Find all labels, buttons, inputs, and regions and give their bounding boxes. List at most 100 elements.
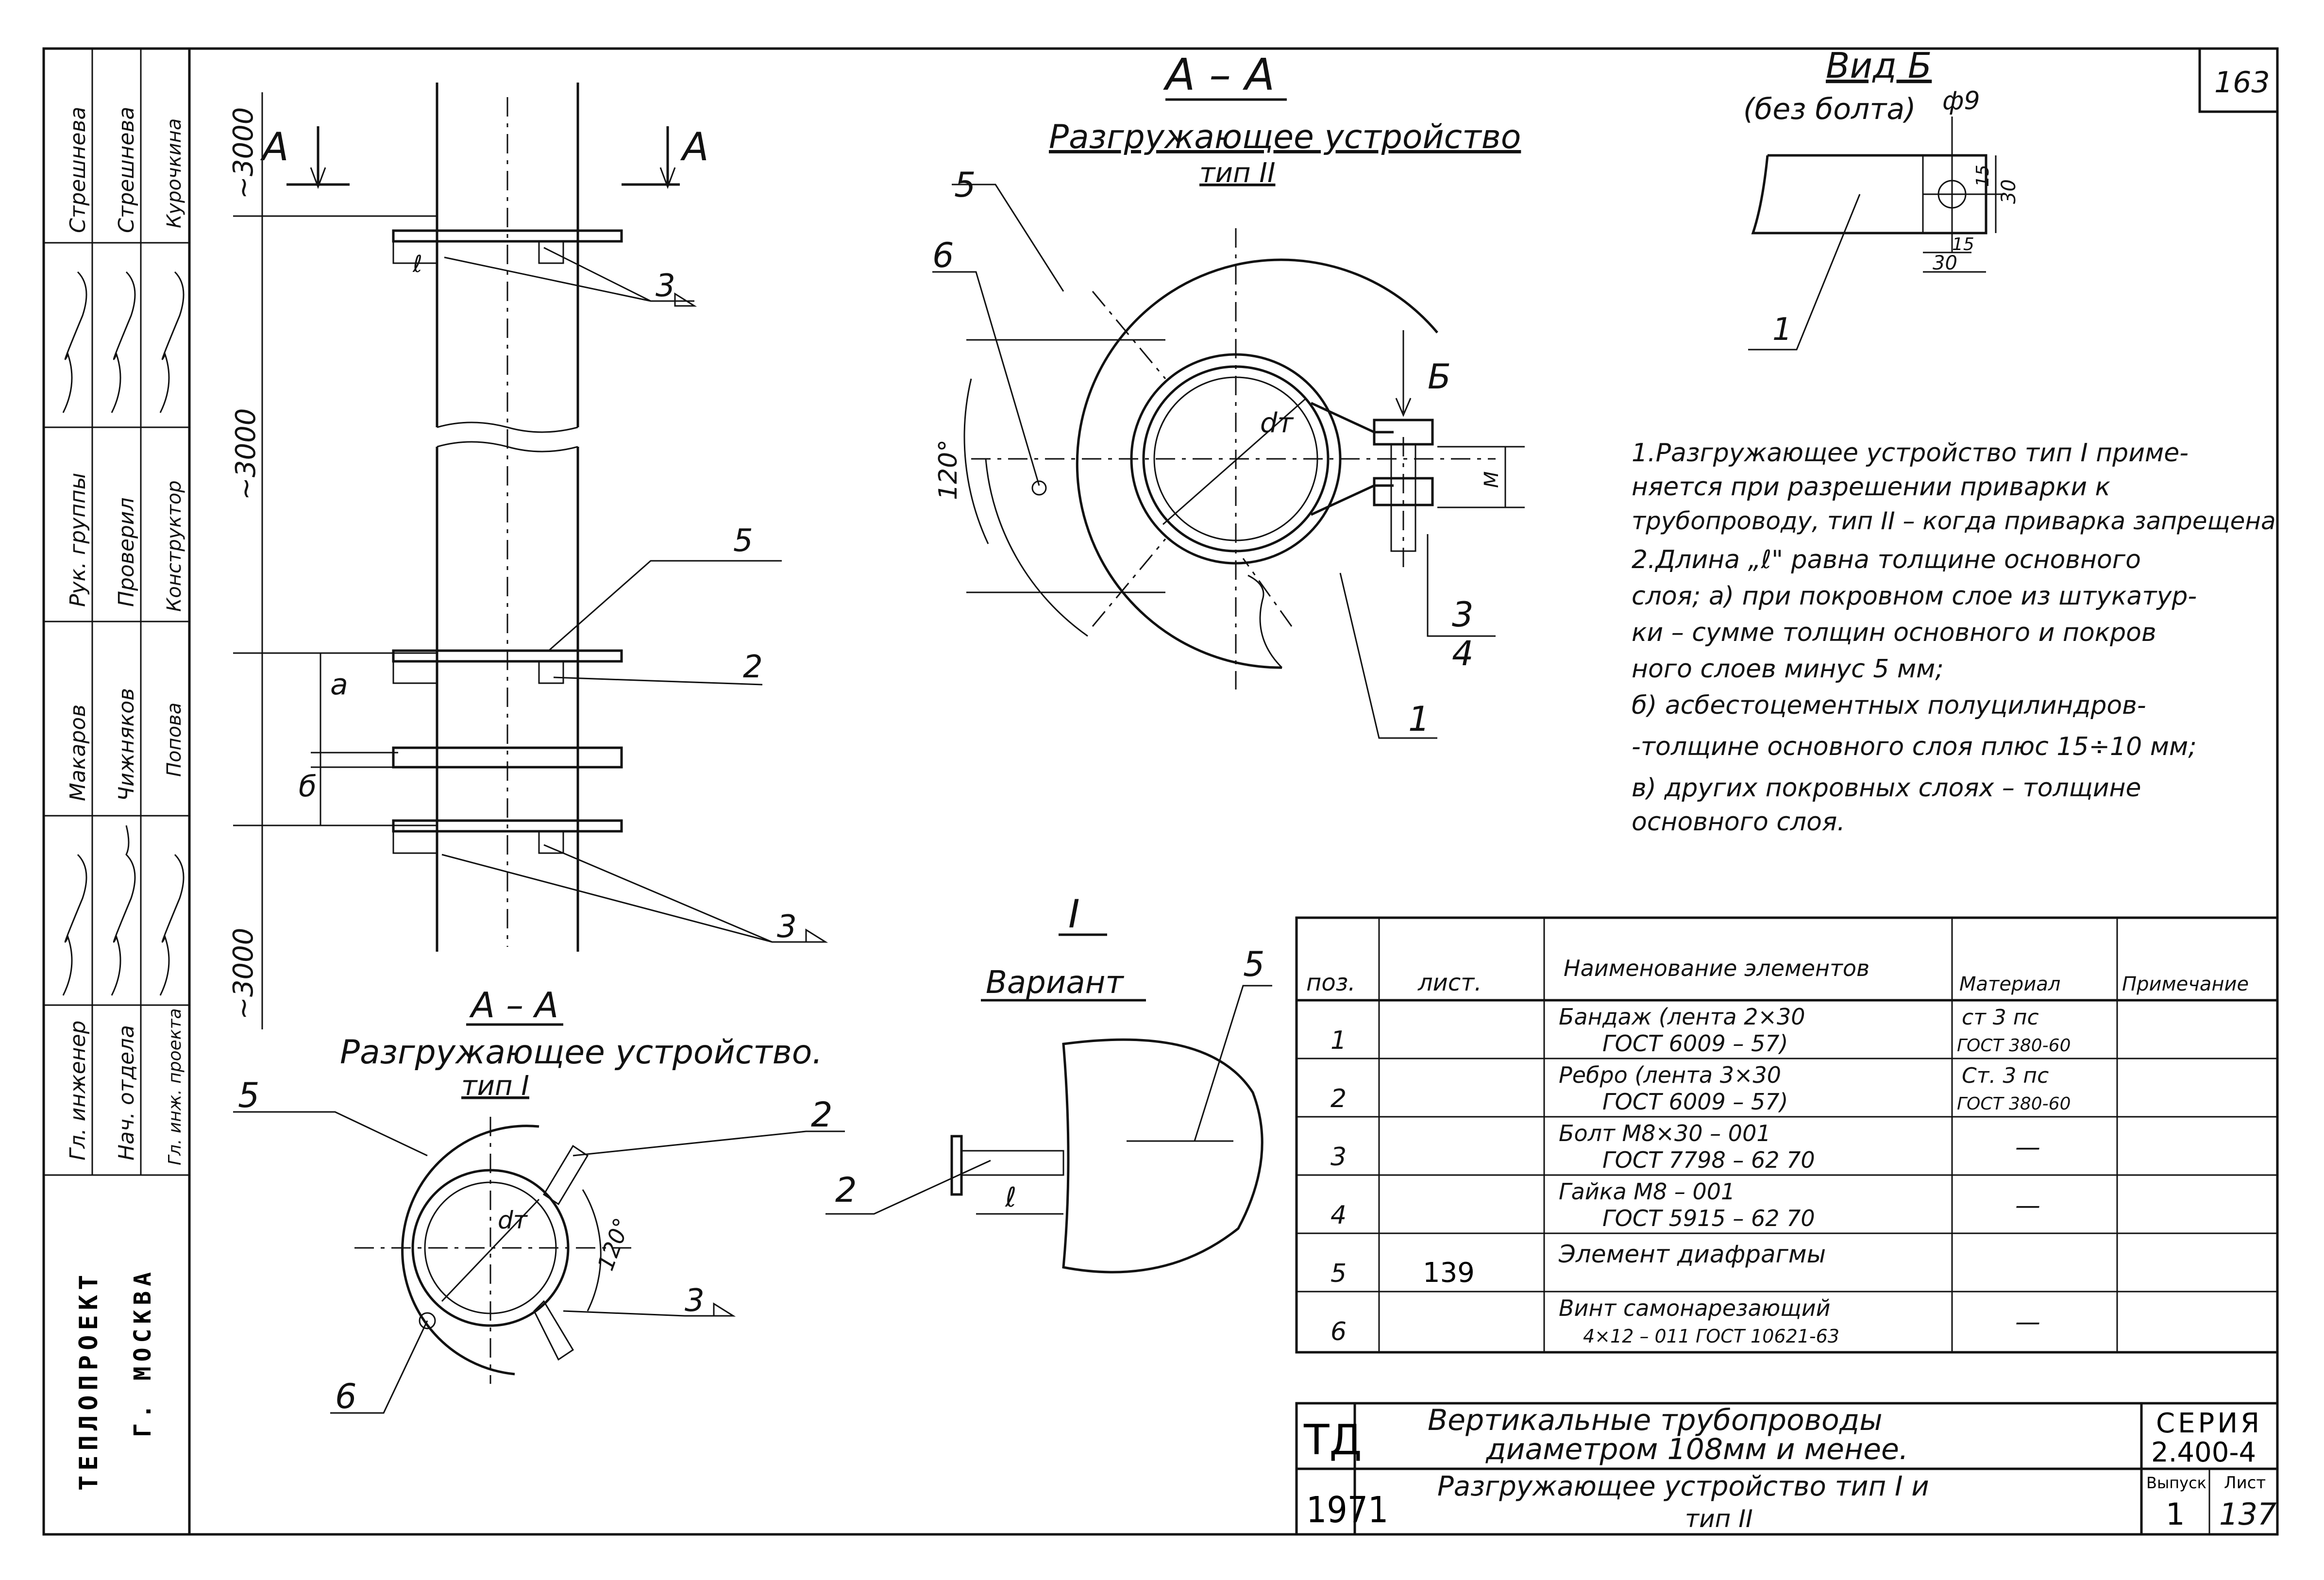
org-name: ТЕПЛОПРОЕКТ	[74, 1270, 103, 1491]
view-b-arrow-label: Б	[1428, 357, 1451, 397]
side-stamp: Гл. инженер Нач. отдела Гл. инж. проекта…	[44, 49, 189, 1491]
note-line-9: -толщине основного слоя плюс 15÷10 мм;	[1632, 732, 2197, 761]
note-line-1: 1.Разгружающее устройство тип I приме-	[1632, 438, 2189, 468]
series-value: 2.400-4	[2151, 1437, 2256, 1468]
section-aa-top-subtitle: Разгружающее устройство	[1049, 118, 1521, 156]
callout-2: 2	[743, 649, 763, 685]
row2-name-1: Ребро (лента 3×30	[1559, 1062, 1781, 1088]
col-header-name: Наименование элементов	[1564, 955, 1869, 981]
note-line-7: ного слоев минус 5 мм;	[1632, 655, 1944, 684]
section-aa-bottom-title: А – А	[469, 985, 558, 1025]
view-b: Вид Б (без болта) ф9 15 30 15 30 1	[1743, 45, 2020, 351]
row5-pos: 5	[1330, 1259, 1347, 1288]
view-b-callout-1: 1	[1772, 312, 1792, 348]
note-line-4: 2.Длина „ℓ" равна толщине основного	[1632, 545, 2141, 574]
row2-mat-1: Ст. 3 пс	[1962, 1063, 2049, 1088]
stamp-name-6: Попова	[163, 703, 185, 777]
view-b-title: Вид Б	[1826, 45, 1932, 86]
row5-name-1: Элемент диафрагмы	[1558, 1240, 1826, 1268]
row6-mat: —	[2015, 1308, 2040, 1337]
title-line-2: диаметром 108мм и менее.	[1485, 1432, 1908, 1466]
pipe-view: А А ~3000 ~3000 ~3000 а б ℓ 3 5 2 3	[228, 83, 828, 1029]
row6-name-1: Винт самонарезающий	[1559, 1295, 1831, 1321]
col-header-note: Примечание	[2122, 973, 2249, 995]
row3-name-1: Болт М8×30 – 001	[1559, 1120, 1771, 1146]
note-line-8: б) асбестоцементных полуцилиндров-	[1632, 691, 2146, 720]
col-header-sheet: лист.	[1417, 969, 1482, 996]
section-aa-type2: А – А Разгружающее устройство тип II 120…	[932, 50, 1525, 739]
row5-sheet: 139	[1423, 1257, 1475, 1289]
row3-pos: 3	[1330, 1143, 1347, 1172]
section-mark-a-left: А	[260, 124, 289, 169]
callout-3-top-sec: 3	[1452, 595, 1474, 635]
dim-m-top: М	[1481, 471, 1503, 488]
side-stamp-frame	[42, 47, 191, 1536]
row2-name-2: ГОСТ 6009 – 57)	[1602, 1089, 1788, 1115]
variant-title: Вариант	[986, 965, 1124, 1001]
row4-pos: 4	[1330, 1201, 1347, 1230]
row2-pos: 2	[1330, 1084, 1347, 1113]
stamp-role-6: Конструктор	[163, 480, 185, 612]
section-aa-bottom-subtitle: Разгружающее устройство.	[340, 1033, 823, 1072]
variant-callout-2: 2	[835, 1170, 857, 1210]
callout-6-bottom: 6	[335, 1377, 357, 1416]
row1-mat-1: ст 3 пс	[1962, 1005, 2039, 1030]
signature-1	[62, 271, 87, 413]
view-b-dim-15-v: 15	[1973, 165, 1993, 187]
stamp-name-2: Стрешнева	[114, 107, 139, 233]
sheet-number: 163	[2214, 66, 2270, 100]
view-b-dim-30-v: 30	[1998, 179, 2020, 204]
section-mark-a-right: А	[680, 124, 709, 169]
row3-name-2: ГОСТ 7798 – 62 70	[1602, 1147, 1815, 1173]
row2-mat-2: ГОСТ 380-60	[1957, 1094, 2071, 1114]
stamp-role-2: Нач. отдела	[114, 1025, 139, 1160]
section-aa-type1: А – А Разгружающее устройство. тип I dт …	[233, 985, 845, 1416]
dim-a: а	[330, 668, 348, 702]
stamp-name-3: Курочкина	[163, 118, 185, 228]
angle-120-bottom: 120°	[592, 1214, 636, 1274]
callout-1-top: 1	[1408, 699, 1430, 739]
callout-5: 5	[733, 523, 753, 559]
stamp-name-4: Макаров	[66, 705, 90, 801]
variant-dim-l: ℓ	[1005, 1182, 1016, 1213]
note-line-11: основного слоя.	[1632, 807, 1845, 837]
title-org-code: ТД	[1303, 1416, 1362, 1464]
view-b-note: (без болта)	[1743, 92, 1916, 126]
section-aa-top-title: А – А	[1163, 50, 1275, 101]
row1-pos: 1	[1330, 1026, 1347, 1055]
sheet-number-box	[2198, 47, 2279, 113]
subtitle-line-2: тип II	[1685, 1505, 1753, 1533]
spec-table: поз. лист. Наименование элементов Матери…	[1295, 916, 2279, 1354]
sheet-label: Лист	[2224, 1473, 2266, 1493]
notes-block: 1.Разгружающее устройство тип I приме- н…	[1632, 438, 2276, 837]
view-b-dim-30-h: 30	[1933, 252, 1957, 274]
variant-detail: I Вариант ℓ 5 2	[825, 891, 1272, 1274]
title-year: 1971	[1306, 1489, 1388, 1531]
dim-3000-mid: ~3000	[230, 408, 262, 500]
note-line-2: няется при разрешении приварки к	[1632, 472, 2111, 502]
signature-3	[159, 271, 185, 413]
stamp-role-1: Гл. инженер	[66, 1021, 90, 1160]
signature-5	[111, 825, 136, 996]
sheet-value: 137	[2219, 1496, 2276, 1532]
row3-mat: —	[2015, 1133, 2040, 1162]
view-b-hole: ф9	[1942, 86, 1980, 116]
section-aa-top-type: тип II	[1199, 157, 1275, 189]
dim-3000-top: ~3000	[228, 107, 259, 199]
note-line-10: в) других покровных слоях – толщине	[1632, 773, 2141, 803]
stamp-role-5: Проверил	[114, 497, 139, 607]
dim-b: б	[299, 770, 317, 804]
signature-6	[159, 854, 185, 996]
col-header-pos: поз.	[1306, 969, 1356, 996]
callout-3-top: 3	[656, 268, 675, 304]
row4-mat: —	[2015, 1191, 2040, 1220]
col-header-material: Материал	[1959, 973, 2060, 995]
series-label: СЕРИЯ	[2156, 1408, 2262, 1439]
subtitle-line-1: Разгружающее устройство тип I и	[1437, 1471, 1929, 1502]
dt-label-top: dт	[1260, 407, 1294, 439]
callout-5-bottom: 5	[238, 1076, 260, 1115]
dt-label-bottom: dт	[498, 1206, 528, 1234]
note-line-3: трубопроводу, тип II – когда приварка за…	[1632, 507, 2276, 535]
title-line-1: Вертикальные трубопроводы	[1428, 1403, 1883, 1437]
callout-4-top-sec: 4	[1452, 634, 1474, 673]
